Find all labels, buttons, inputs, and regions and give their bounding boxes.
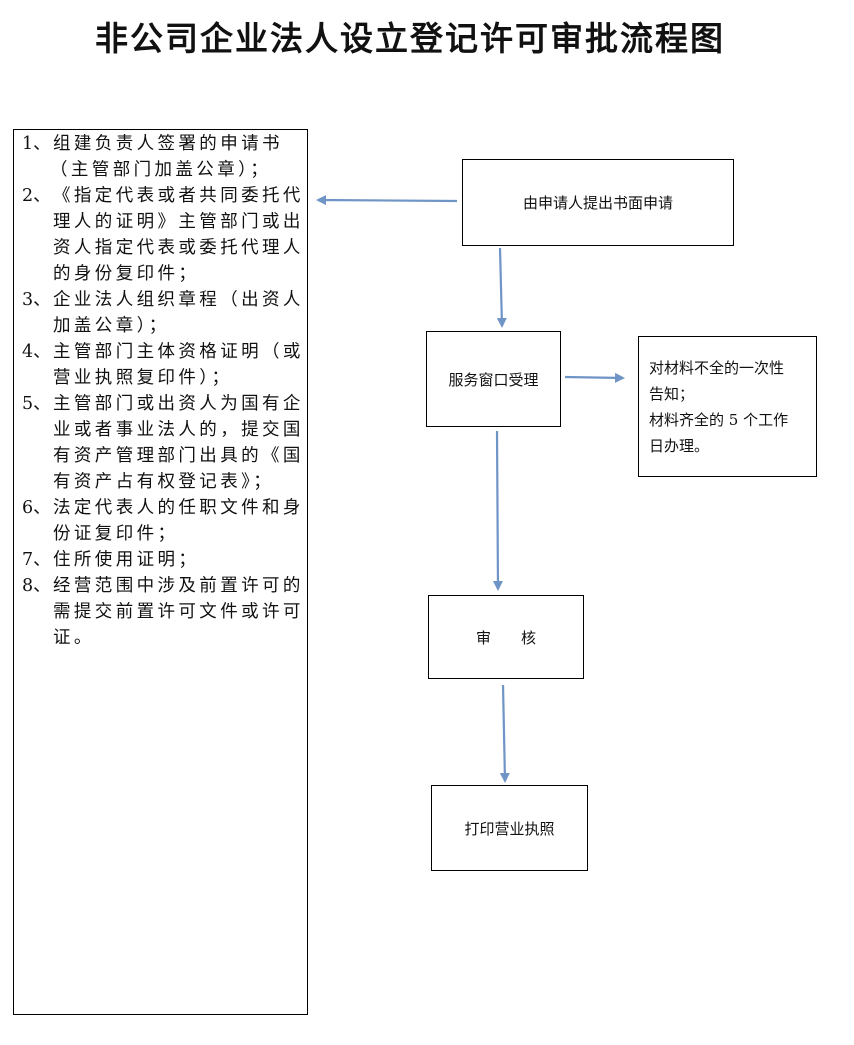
notice-line: 对材料不全的一次性 (649, 359, 785, 377)
material-item-line: 份证复印件； (53, 524, 179, 544)
material-item-line: 主管部门主体资格证明（或 (53, 342, 304, 362)
step-review-box: 审 核 (428, 595, 584, 679)
material-item-number: 4、 (22, 342, 51, 362)
arrow-apply-to-accept (496, 247, 507, 328)
material-item-number: 8、 (22, 576, 51, 596)
material-item-line: 法定代表人的任职文件和身 (53, 498, 304, 518)
material-item-line: 证。 (53, 628, 95, 648)
required-materials-box: 1、组建负责人签署的申请书 （主管部门加盖公章）； 2、《指定代表或者共同委托代理人… (13, 129, 308, 1015)
step-apply-label: 由申请人提出书面申请 (522, 194, 673, 212)
arrow-review-to-print (499, 684, 510, 783)
material-item-line: 需提交前置许可文件或许可 (53, 602, 304, 622)
material-item-line: 企业法人组织章程（出资人 (53, 290, 304, 310)
material-item-number: 7、 (22, 550, 51, 570)
material-item-line: 的身份复印件； (53, 264, 200, 284)
material-item-number: 2、 (22, 186, 51, 206)
step-print-label: 打印营业执照 (464, 819, 555, 838)
material-item-line: 营业执照复印件）； (53, 368, 233, 388)
notice-box: 对材料不全的一次性 告知； 材料齐全的 5 个工作 日办理。 (638, 336, 817, 477)
material-item-line: 经营范围中涉及前置许可的 (53, 576, 304, 596)
material-item-line: （主管部门加盖公章）； (50, 160, 272, 180)
material-item-number: 1、 (22, 134, 51, 154)
material-item-number: 5、 (22, 394, 51, 414)
step-accept-label: 服务窗口受理 (448, 370, 539, 389)
material-item-line: 组建负责人签署的申请书 (53, 134, 283, 154)
step-apply-box: 由申请人提出书面申请 (462, 159, 734, 246)
material-item-line: 有资产管理部门出具的《国 (53, 446, 304, 466)
material-item-number: 3、 (22, 290, 51, 310)
material-item-line: 加盖公章）； (53, 316, 170, 336)
material-item-line: 《指定代表或者共同委托代 (53, 186, 304, 206)
material-item-line: 主管部门或出资人为国有企 (53, 394, 304, 414)
material-item-number: 6、 (22, 498, 51, 518)
material-item-line: 有资产占有权登记表》； (53, 472, 275, 492)
step-print-box: 打印营业执照 (431, 785, 588, 871)
step-accept-box: 服务窗口受理 (426, 331, 561, 427)
step-review-label: 审 核 (475, 628, 536, 647)
page-title: 非公司企业法人设立登记许可审批流程图 (95, 19, 725, 58)
notice-line: 告知； (649, 385, 695, 403)
arrow-accept-to-notice (564, 372, 625, 383)
notice-line: 材料齐全的 5 个工作 (649, 411, 789, 429)
arrow-accept-to-review (492, 430, 503, 591)
arrow-apply-to-materials (316, 195, 458, 206)
material-item-line: 住所使用证明； (53, 550, 200, 570)
notice-line: 日办理。 (649, 437, 710, 455)
material-item-line: 理人的证明》主管部门或出 (53, 212, 304, 232)
material-item-line: 业或者事业法人的，提交国 (53, 420, 304, 440)
material-item-line: 资人指定代表或委托代理人 (53, 238, 304, 258)
